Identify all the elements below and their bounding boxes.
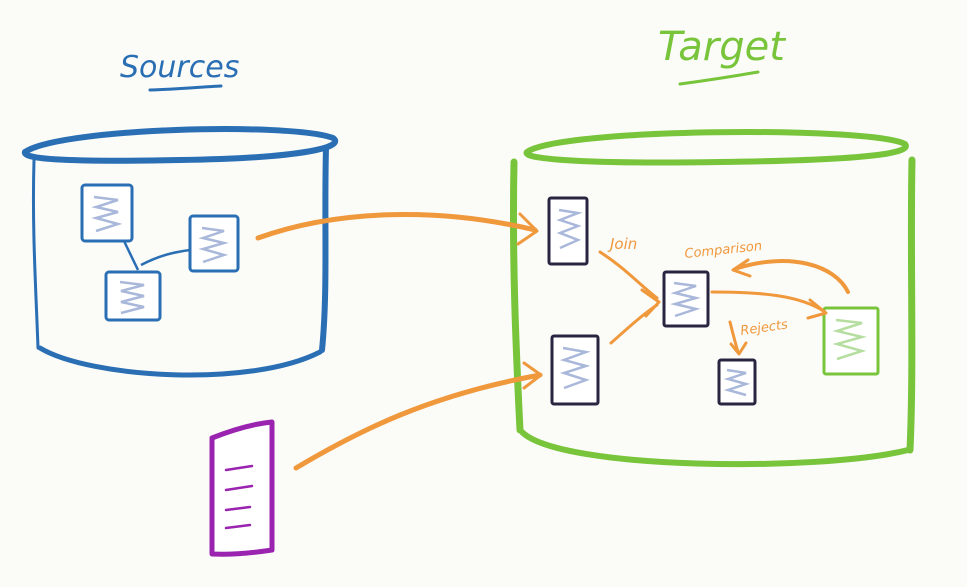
source-relation-2-3 [140, 248, 191, 267]
arrow-file-to-staging [293, 372, 543, 471]
target-database [509, 129, 916, 468]
source-table-1 [80, 183, 134, 243]
sources-db-right-wall [319, 145, 329, 353]
sources-title-underline [148, 84, 223, 92]
arrow-comparison-return [736, 259, 850, 294]
arrow-sources-to-staging [255, 211, 538, 241]
target-rejects-table [717, 358, 757, 406]
arrowhead-comparison-return [731, 258, 752, 278]
source-table-3 [104, 270, 162, 322]
target-staging-table-2 [550, 334, 600, 406]
target-title-underline [678, 70, 760, 86]
source-file [209, 419, 275, 557]
source-relation-1-3 [122, 240, 140, 271]
flow-arrows [255, 211, 850, 471]
target-db-bottom [519, 429, 911, 468]
arrow-join-to-final [710, 290, 827, 314]
arrowhead-join-to-final [806, 298, 828, 320]
comparison-label: Comparison [684, 239, 763, 262]
target-db-left-wall [509, 158, 524, 434]
source-table-2 [188, 214, 240, 273]
arrow-join-from-staging-1 [598, 250, 659, 300]
target-title: Target [658, 24, 786, 70]
arrowhead-join-to-rejects [729, 341, 748, 356]
sources-db-bottom [37, 345, 323, 378]
join-label: Join [607, 235, 637, 253]
arrowhead-join [640, 288, 661, 318]
target-db-lid [523, 129, 909, 166]
arrowhead-file-to-staging [522, 361, 543, 390]
target-final-table [822, 306, 880, 376]
sources-db-lid [22, 126, 339, 164]
sources-database [22, 126, 339, 378]
sources-db-left-wall [31, 158, 40, 350]
target-staging-table-1 [547, 196, 589, 266]
target-db-right-wall [906, 156, 916, 454]
sources-title: Sources [120, 50, 239, 85]
rejects-label: Rejects [739, 317, 789, 339]
target-join-table [662, 270, 710, 328]
arrowhead-sources-to-staging [516, 212, 539, 246]
